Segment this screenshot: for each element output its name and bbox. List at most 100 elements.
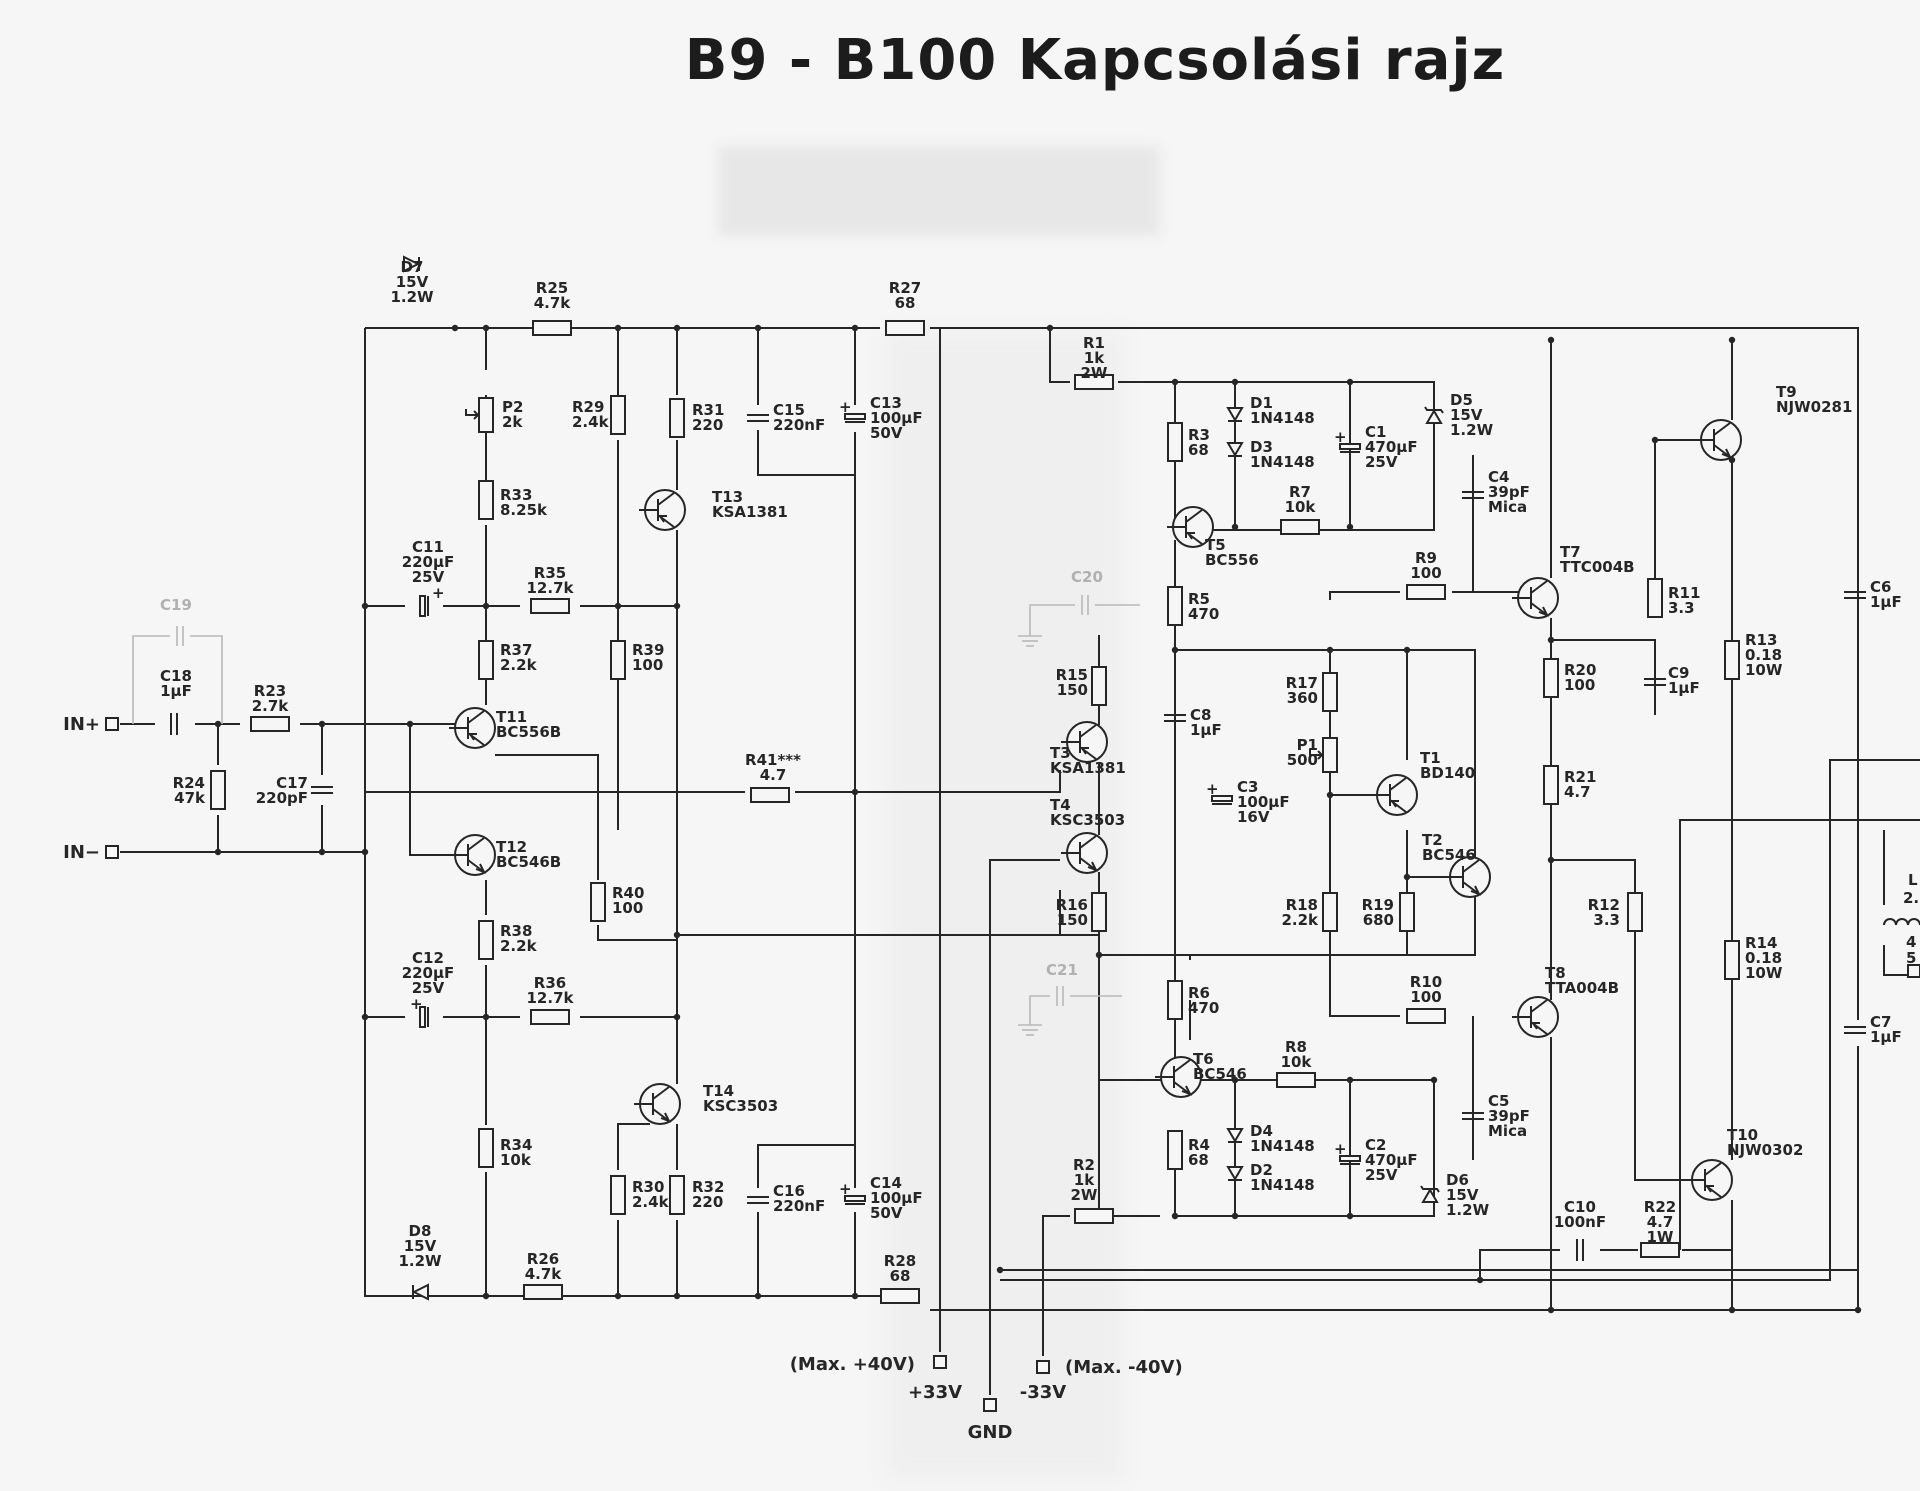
component-c15 [747,414,769,422]
component-r32 [669,1175,685,1215]
component-r33 [478,480,494,520]
transistor-t12 [449,834,496,876]
component-c7 [1844,1026,1866,1034]
ghost-c19 [176,626,184,646]
component-r34 [478,1128,494,1168]
svg-text:+: + [1334,1140,1347,1158]
component-d6 [1420,1185,1440,1203]
label-inductor: 2.2 [1903,889,1920,907]
component-c9 [1644,678,1666,686]
component-d1 [1226,407,1244,422]
component-r27 [885,320,925,336]
component-c10 [1576,1239,1584,1261]
component-r26 [523,1284,563,1300]
component-r39 [610,640,626,680]
component-d2 [1226,1166,1244,1181]
component-d7 [403,255,421,273]
component-r21 [1543,765,1559,805]
component-r17 [1322,672,1338,712]
component-r13 [1724,640,1740,680]
component-r18 [1322,892,1338,932]
component-c11: + [419,584,445,617]
component-r28 [880,1288,920,1304]
junction-dots [214,324,1862,1314]
terminal-in [105,845,119,859]
transistor-t1 [1371,774,1418,816]
components: +++++++ [105,255,1920,1412]
terminal-label: GND [968,1422,1013,1443]
component-r14 [1724,940,1740,980]
label-c19: C19 [160,596,192,614]
component-c2: + [1334,1140,1361,1165]
component-r29 [610,395,626,435]
component-d8 [411,1283,429,1301]
terminal-gnd [983,1398,997,1412]
component-c6 [1844,591,1866,599]
component-r2 [1074,1208,1114,1224]
svg-text:+: + [1334,428,1347,446]
component-r22 [1640,1242,1680,1258]
component-r23 [250,716,290,732]
transistor-t11 [449,707,496,749]
svg-text:+: + [1206,780,1219,798]
inductor-partial [1883,830,1920,978]
component-r40 [590,882,606,922]
component-c1: + [1334,428,1361,453]
component-c8 [1164,714,1186,722]
ghost-c21 [1056,986,1064,1006]
terminal-in [105,717,119,731]
component-r7 [1280,519,1320,535]
component-c16 [747,1196,769,1204]
transistor-t14 [634,1083,681,1125]
transistor-t6 [1155,1056,1202,1098]
transistor-t10 [1686,1159,1733,1201]
component-d4 [1226,1128,1244,1143]
svg-text:+: + [410,995,423,1013]
terminal-label: IN− [63,842,100,863]
component-r30 [610,1175,626,1215]
